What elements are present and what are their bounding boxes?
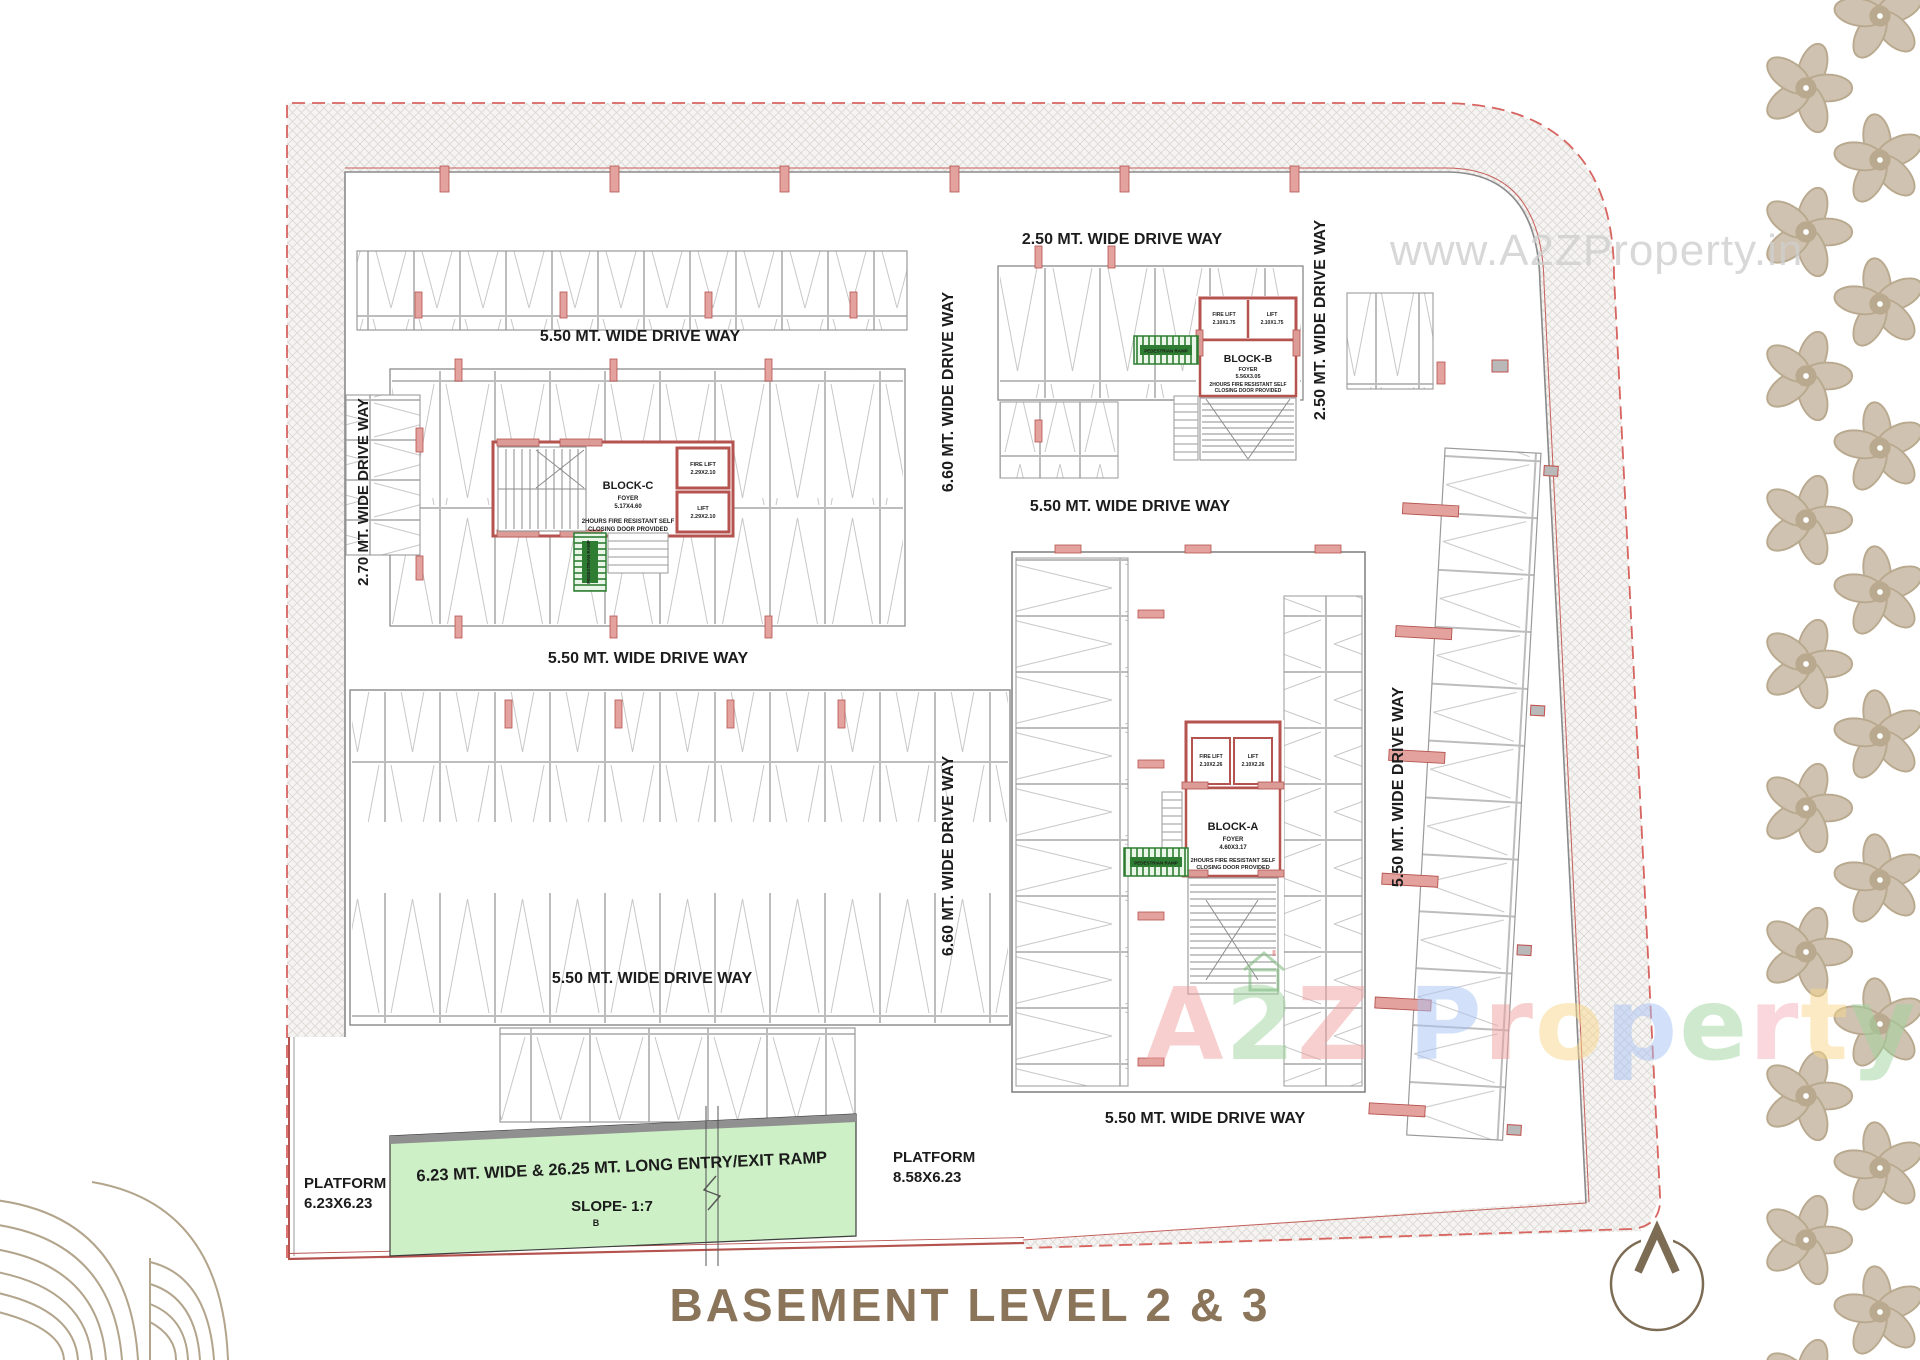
svg-text:8.58X6.23: 8.58X6.23 (893, 1169, 961, 1186)
entry-exit-ramp: 6.23 MT. WIDE & 26.25 MT. LONG ENTRY/EXI… (389, 1106, 857, 1266)
parking-col-left-small (345, 394, 424, 581)
driveway-label: 5.50 MT. WIDE DRIVE WAY (1030, 498, 1231, 515)
pedestrian-ramp-label: PEDESTRIAN RAMP (1144, 349, 1188, 354)
block-a-core: FIRE LIFT 2.10X2.26 LIFT 2.10X2.26 BLOCK… (1123, 720, 1285, 996)
fire-lift-label: FIRE LIFT (1199, 754, 1222, 760)
block-c-stair (497, 446, 587, 532)
block-a-stair (1187, 877, 1279, 995)
driveway-label: 5.50 MT. WIDE DRIVE WAY (552, 970, 753, 987)
flower-icon (1825, 1114, 1920, 1221)
block-b-stair (1199, 397, 1297, 461)
pedestrian-ramp-label: PEDESTRIAN RAMP (1134, 861, 1178, 866)
flower-icon (1825, 394, 1920, 501)
lift-label: LIFT (697, 506, 709, 512)
lift-size: 2.10X2.26 (1242, 762, 1265, 768)
fire-lift-label: FIRE LIFT (1212, 312, 1235, 318)
parking-col-right-edge (1368, 447, 1559, 1141)
driveway-label: 5.50 MT. WIDE DRIVE WAY (548, 650, 749, 667)
flower-icon (1745, 604, 1867, 723)
boundary-hatch-band (287, 103, 1660, 1249)
block-name: BLOCK-C (603, 480, 654, 492)
flower-icon (1825, 970, 1920, 1077)
lift-label: LIFT (1248, 754, 1259, 760)
flower-icon (1745, 748, 1867, 867)
svg-text:PLATFORM: PLATFORM (893, 1149, 975, 1166)
fire-note-1: 2HOURS FIRE RESISTANT SELF (1191, 858, 1276, 864)
block-name: BLOCK-B (1224, 353, 1273, 365)
fire-lift-size: 2.29X2.10 (690, 470, 715, 476)
foyer-size: 5.17X4.60 (614, 504, 642, 510)
parking-right-of-b (1346, 292, 1509, 390)
foyer-label: FOYER (618, 496, 639, 502)
flower-icon (1745, 172, 1867, 291)
driveway-label: 6.60 MT. WIDE DRIVE WAY (940, 756, 957, 957)
foyer-size: 5.56X3.05 (1235, 374, 1260, 380)
flower-icon (1745, 460, 1867, 579)
parking-row-bottom (499, 1027, 856, 1123)
lift-size: 2.29X2.10 (690, 514, 715, 520)
driveway-label: 2.50 MT. WIDE DRIVE WAY (1022, 231, 1223, 248)
block-b-steps (1173, 395, 1199, 461)
pedestrian-ramp-b: PEDESTRIAN RAMP (1133, 335, 1199, 365)
block-c-core: BLOCK-C FOYER 5.17X4.60 2HOURS FIRE RESI… (491, 438, 735, 592)
ramp-slope: SLOPE- 1:7 (571, 1198, 653, 1215)
lift-size: 2.10X1.75 (1261, 320, 1284, 326)
platform-right-label: PLATFORM 8.58X6.23 (893, 1149, 975, 1186)
flower-icon (1745, 1180, 1867, 1299)
flower-icon (1745, 316, 1867, 435)
pedestrian-ramp-a: PEDESTRIAN RAMP (1123, 847, 1189, 877)
flower-icon (1825, 826, 1920, 933)
foyer-label: FOYER (1223, 837, 1244, 843)
driveway-label: 2.70 MT. WIDE DRIVE WAY (355, 398, 372, 586)
driveway-label: 5.50 MT. WIDE DRIVE WAY (1105, 1110, 1306, 1127)
foyer-size: 4.60X3.17 (1219, 845, 1247, 851)
flower-icon (1825, 250, 1920, 357)
driveway-label: 5.50 MT. WIDE DRIVE WAY (540, 328, 741, 345)
driveway-label: 2.50 MT. WIDE DRIVE WAY (1312, 220, 1329, 421)
fire-lift-size: 2.10X2.26 (1200, 762, 1223, 768)
flower-icon (1745, 892, 1867, 1011)
flower-icon (1825, 0, 1920, 69)
flower-icon (1745, 1324, 1867, 1360)
parking-row-top (356, 250, 908, 331)
pedestrian-ramp-c: PEDESTRIAN RAMP (573, 532, 607, 592)
flower-icon (1745, 1036, 1867, 1155)
ramp-mark: B (593, 1218, 600, 1228)
svg-text:6.23X6.23: 6.23X6.23 (304, 1195, 372, 1212)
flower-icon (1745, 28, 1867, 147)
platform-left-label: PLATFORM 6.23X6.23 (304, 1175, 386, 1212)
driveway-label: 5.50 MT. WIDE DRIVE WAY (1390, 687, 1407, 888)
driveway-label: 6.60 MT. WIDE DRIVE WAY (940, 292, 957, 493)
block-name: BLOCK-A (1208, 821, 1259, 833)
foyer-label: FOYER (1239, 367, 1258, 373)
fire-lift-label: FIRE LIFT (690, 462, 716, 468)
flower-icon (1825, 106, 1920, 213)
flower-icon (1825, 538, 1920, 645)
palm-leaf-decoration (0, 1181, 229, 1360)
fire-lift-size: 2.10X1.75 (1213, 320, 1236, 326)
fire-note-1: 2HOURS FIRE RESISTANT SELF (1209, 382, 1286, 388)
north-arrow-icon (1609, 1220, 1705, 1332)
fire-note-1: 2HOURS FIRE RESISTANT SELF (582, 519, 675, 525)
parking-block-center (349, 689, 1011, 1026)
flower-border-decoration (1745, 0, 1920, 1360)
top-wall-columns (439, 165, 1300, 193)
flower-icon (1825, 682, 1920, 789)
lift-label: LIFT (1267, 312, 1278, 318)
fire-note-2: CLOSING DOOR PROVIDED (1215, 388, 1282, 394)
svg-text:PLATFORM: PLATFORM (304, 1175, 386, 1192)
block-c-steps (607, 532, 669, 574)
fire-note-2: CLOSING DOOR PROVIDED (588, 527, 669, 533)
parking-block-a (1011, 544, 1366, 1093)
block-b-core: FIRE LIFT 2.10X1.75 LIFT 2.10X1.75 BLOCK… (1133, 296, 1301, 462)
flower-icon (1825, 1258, 1920, 1360)
fire-note-2: CLOSING DOOR PROVIDED (1196, 865, 1269, 871)
pedestrian-ramp-label: PEDESTRIAN RAMP (586, 540, 591, 584)
